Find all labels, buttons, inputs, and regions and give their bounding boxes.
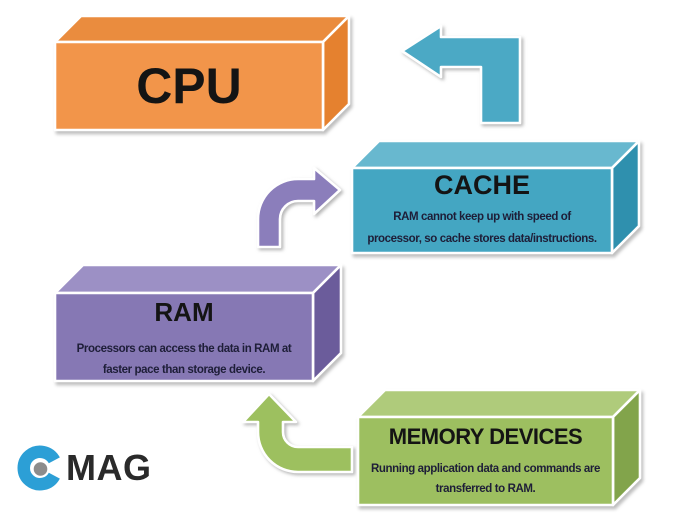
arrow-ram-to-cache-shape	[256, 166, 342, 249]
brand-logo: MAG	[16, 444, 152, 492]
cpu-box-front-face	[53, 40, 325, 132]
ram-box-top-face	[53, 263, 343, 295]
arrow-cache-to-cpu	[396, 20, 526, 128]
brand-logo-text: MAG	[66, 447, 152, 488]
logo-center-dot	[33, 462, 48, 476]
brand-logo-ring-icon	[17, 445, 60, 491]
logo-ring-arc	[17, 445, 60, 491]
ram-box-front-face	[53, 291, 315, 383]
cpu-box-top-face	[53, 14, 351, 44]
memory-devices-box	[355, 387, 643, 508]
ram-box	[52, 262, 344, 384]
memory-box-top-face	[356, 388, 642, 419]
arrow-ram-to-cache	[254, 164, 346, 252]
cache-box-top-face	[350, 139, 641, 170]
memory-box-front-face	[356, 415, 615, 507]
arrow-memory-to-ram	[240, 390, 356, 476]
cache-box	[349, 138, 642, 256]
arrow-cache-to-cpu-shape	[400, 24, 522, 125]
arrow-memory-to-ram-shape	[241, 392, 354, 474]
cache-box-front-face	[350, 166, 614, 255]
cpu-box	[52, 13, 352, 133]
